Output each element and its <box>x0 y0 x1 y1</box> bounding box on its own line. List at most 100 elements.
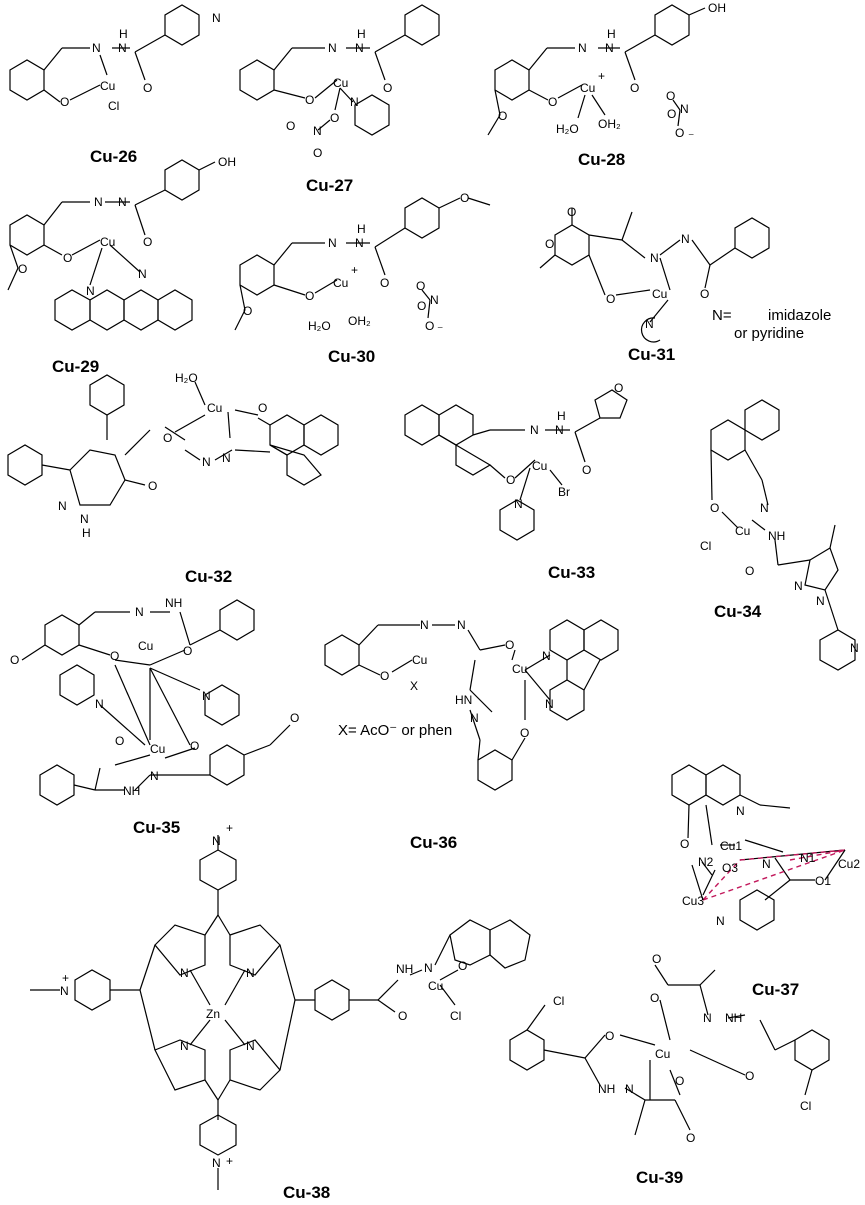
atom-n: N <box>212 834 221 848</box>
atom-n: N <box>650 251 659 265</box>
atom-n: N <box>222 451 231 465</box>
structure-cu-38: N + N N Zn N N N + N + NH N Cu O O Cl Cu… <box>30 821 531 1202</box>
atom-o: O <box>425 319 434 333</box>
atom-o: O <box>380 276 389 290</box>
atom-n: N <box>202 455 211 469</box>
atom-o: O <box>460 191 469 205</box>
atom-o: O <box>417 299 426 313</box>
ligand-note-imidazole: imidazole <box>768 307 831 324</box>
structure-cu-28: N N H OH O O Cu + O H₂O OH₂ O N O O ⁻ Cu… <box>487 1 726 169</box>
water-ligand: H₂O <box>556 122 579 136</box>
atom-o: O <box>243 304 252 318</box>
atom-o: O <box>305 289 314 303</box>
atom-n: N <box>681 232 690 246</box>
atom-n: N <box>420 618 429 632</box>
atom-n: N <box>212 1156 221 1170</box>
water-ligand: OH₂ <box>598 117 621 131</box>
atom-n: N <box>118 195 127 209</box>
atom-cu2: Cu2 <box>838 857 860 871</box>
atom-nh: NH <box>725 1011 742 1025</box>
atom-o: O <box>183 644 192 658</box>
atom-n: N <box>212 11 221 25</box>
atom-h: H <box>82 526 91 540</box>
compound-label: Cu-32 <box>185 567 232 586</box>
ligand-note-n: N= <box>712 307 732 324</box>
structure-cu-32: H₂O Cu O O N N N N H O Cu-32 <box>7 371 339 586</box>
atom-n: N <box>760 501 769 515</box>
atom-cu: Cu <box>735 524 750 538</box>
atom-oh: OH <box>218 155 236 169</box>
atom-n: N <box>180 966 189 980</box>
atom-n: N <box>95 697 104 711</box>
atom-nh: NH <box>123 784 140 798</box>
atom-cu: Cu <box>512 662 527 676</box>
atom-cu: Cu <box>532 459 547 473</box>
atom-nh: NH <box>598 1082 615 1096</box>
atom-n: N <box>135 605 144 619</box>
atom-n: N <box>555 423 564 437</box>
atom-o3: O3 <box>722 861 738 875</box>
atom-n: N <box>625 1082 634 1096</box>
charge-plus: + <box>351 263 358 277</box>
compound-label: Cu-34 <box>714 602 762 621</box>
atom-o: O <box>143 235 152 249</box>
structure-cu-37: O N Cu1 N1 N2 O3 N Cu2 O1 Cu3 N Cu-37 <box>671 764 860 999</box>
atom-o: O <box>305 93 314 107</box>
atom-n: N <box>680 102 689 116</box>
atom-n: N <box>313 124 322 138</box>
atom-n: N <box>118 41 127 55</box>
atom-o: O <box>380 669 389 683</box>
atom-o: O <box>115 734 124 748</box>
atom-o: O <box>605 1029 614 1043</box>
atom-o: O <box>458 959 467 973</box>
atom-o: O <box>398 1009 407 1023</box>
atom-cu: Cu <box>333 276 348 290</box>
atom-n: N <box>645 317 654 331</box>
atom-n1: N1 <box>800 851 816 865</box>
structure-cu-33: O N N H O Cu O Br N Cu-33 <box>404 381 628 582</box>
atom-n: N <box>355 41 364 55</box>
water-ligand: H₂O <box>175 371 198 385</box>
atom-n: N <box>470 711 479 725</box>
atom-o: O <box>520 726 529 740</box>
atom-n: N <box>60 984 69 998</box>
atom-o: O <box>60 95 69 109</box>
atom-o: O <box>313 146 322 160</box>
structure-cu-27: N N H O Cu O O N O O N Cu-27 <box>239 4 440 195</box>
atom-n: N <box>736 804 745 818</box>
atom-cu: Cu <box>150 742 165 756</box>
atom-o: O <box>582 463 591 477</box>
structure-cu-30: N N H O O O Cu + O H₂O OH₂ O N O O ⁻ Cu-… <box>234 191 491 366</box>
atom-cu: Cu <box>138 639 153 653</box>
water-ligand: OH₂ <box>348 314 371 328</box>
ligand-note-pyridine: or pyridine <box>734 325 804 342</box>
atom-hn: HN <box>455 693 472 707</box>
atom-o: O <box>258 401 267 415</box>
structure-cu-29: N N OH O O Cu O N N Cu-29 <box>7 155 236 376</box>
atom-cu: Cu <box>652 287 667 301</box>
atom-n: N <box>355 236 364 250</box>
atom-n: N <box>514 497 523 511</box>
atom-o: O <box>383 81 392 95</box>
atom-o: O <box>330 111 339 125</box>
atom-o: O <box>614 381 623 395</box>
atom-o: O <box>686 1131 695 1145</box>
atom-n: N <box>180 1039 189 1053</box>
atom-o: O <box>163 431 172 445</box>
atom-o: O <box>10 653 19 667</box>
atom-o: O <box>506 473 515 487</box>
atom-cu: Cu <box>580 81 595 95</box>
atom-n: N <box>794 579 803 593</box>
compound-label: Cu-29 <box>52 357 99 376</box>
atom-h: H <box>357 222 366 236</box>
atom-h: H <box>357 27 366 41</box>
atom-n: N <box>328 41 337 55</box>
structure-cu-35: O N NH Cu O O N N O Cu O NH N O Cu-35 <box>10 596 299 837</box>
compound-label: Cu-39 <box>636 1168 683 1187</box>
atom-nh: NH <box>768 529 785 543</box>
atom-h: H <box>607 27 616 41</box>
atom-o: O <box>190 739 199 753</box>
structure-cu-36: N N O O Cu X HN Cu N N N O X= AcO⁻ or ph… <box>324 618 619 852</box>
atom-o: O <box>745 1069 754 1083</box>
